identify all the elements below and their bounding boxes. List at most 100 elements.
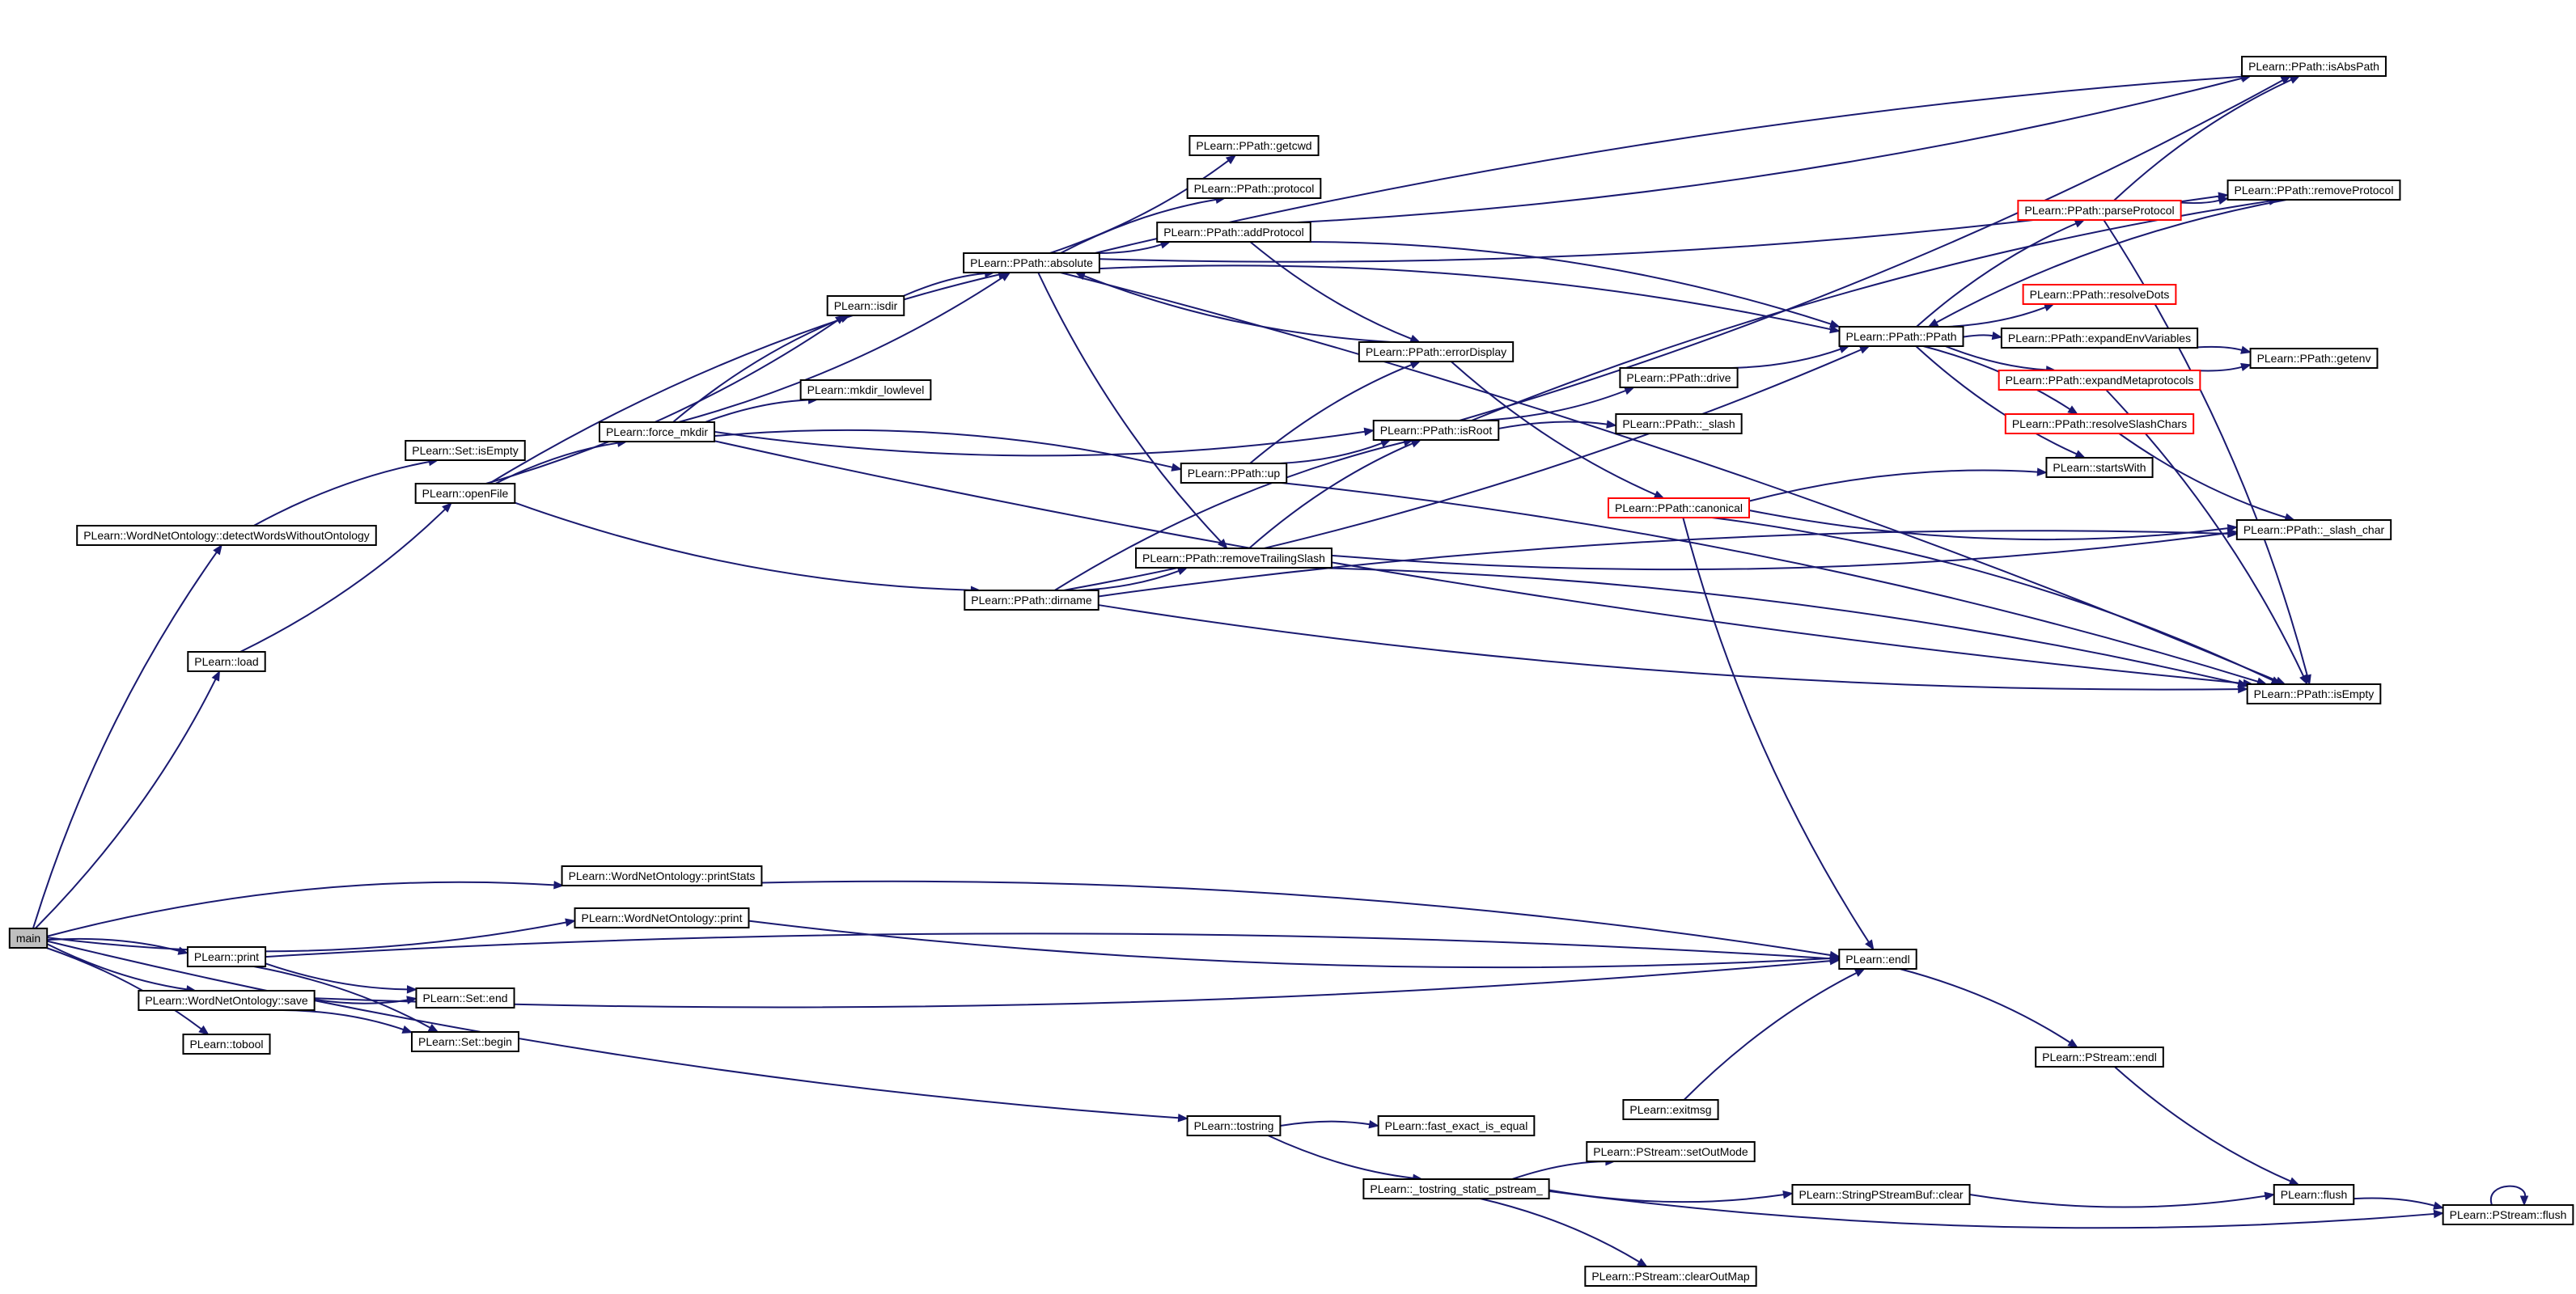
node-starts-with[interactable]: PLearn::startsWith [2045, 457, 2154, 478]
node-box [8, 928, 49, 949]
edge-line [46, 940, 1179, 1119]
node-wprint[interactable]: PLearn::WordNetOntology::print [574, 907, 750, 928]
node-print-stats[interactable]: PLearn::WordNetOntology::printStats [561, 865, 763, 886]
edge-absolute-to-add-protocol [1095, 240, 1171, 255]
node-label: PLearn::PPath::errorDisplay [1366, 345, 1506, 358]
node-pp-is-empty[interactable]: PLearn::PPath::isEmpty [2246, 683, 2382, 704]
node-expand-meta[interactable]: PLearn::PPath::expandMetaprotocols [1998, 370, 2201, 391]
edge-expand-meta-to-getenv [2194, 362, 2252, 372]
edge-arrowhead [2519, 1195, 2529, 1207]
node-label: PLearn::tobool [189, 1038, 263, 1051]
edge-line [1099, 264, 1831, 331]
node-box [182, 1034, 271, 1055]
node-tobool[interactable]: PLearn::tobool [182, 1034, 271, 1055]
edge-force-mkdir-to-is-root [714, 427, 1375, 457]
edge-drive-to-pppath [1731, 345, 1850, 369]
edge-line [705, 399, 809, 423]
node-box [1186, 178, 1322, 199]
node-box [598, 421, 716, 442]
node-load[interactable]: PLearn::load [187, 651, 266, 672]
node-box [2442, 1204, 2574, 1225]
edge-arrowhead [2218, 196, 2229, 205]
node-fast-exact[interactable]: PLearn::fast_exact_is_equal [1377, 1115, 1536, 1136]
edge-line [1498, 421, 1608, 429]
edge-arrowhead [2226, 523, 2239, 533]
node-wsave[interactable]: PLearn::WordNetOntology::save [138, 990, 316, 1011]
node-ps-flush[interactable]: PLearn::PStream::flush [2442, 1204, 2574, 1225]
node-label: PLearn::PPath::removeProtocol [2235, 184, 2394, 197]
node-mkdir-low[interactable]: PLearn::mkdir_lowlevel [799, 379, 932, 400]
node-remove-trailing[interactable]: PLearn::PPath::removeTrailingSlash [1135, 548, 1332, 569]
edge-absolute-to-getcwd [1049, 154, 1237, 254]
node-label: PLearn::StringPStreamBuf::clear [1799, 1188, 1963, 1201]
node-set-end[interactable]: PLearn::Set::end [415, 987, 515, 1009]
edge-arrowhead [1858, 345, 1871, 354]
node-add-protocol[interactable]: PLearn::PPath::addProtocol [1156, 222, 1311, 243]
edge-arrowhead [1363, 427, 1375, 437]
node-canonical[interactable]: PLearn::PPath::canonical [1608, 497, 1750, 518]
node-getcwd[interactable]: PLearn::PPath::getcwd [1188, 135, 1320, 156]
node-tostring-static[interactable]: PLearn::_tostring_static_pstream_ [1362, 1178, 1550, 1199]
edge-main-to-tostring [46, 940, 1188, 1123]
node-protocol[interactable]: PLearn::PPath::protocol [1186, 178, 1322, 199]
node-endl[interactable]: PLearn::endl [1838, 949, 1917, 970]
edge-dirname-to-pp-is-empty [1098, 604, 2249, 694]
edge-remove-trailing-to-pp-is-empty [1311, 567, 2248, 688]
node-flush[interactable]: PLearn::flush [2273, 1184, 2355, 1205]
node-getenv[interactable]: PLearn::PPath::getenv [2249, 348, 2379, 369]
node-box [2045, 457, 2154, 478]
edge-line [1054, 441, 1405, 591]
node-remove-protocol[interactable]: PLearn::PPath::removeProtocol [2226, 180, 2401, 201]
node-ps-endl[interactable]: PLearn::PStream::endl [2035, 1047, 2164, 1068]
node-label: PLearn::PPath::dirname [971, 594, 1092, 607]
node-spb-clear[interactable]: PLearn::StringPStreamBuf::clear [1791, 1184, 1971, 1205]
node-box [1608, 497, 1750, 518]
node-slash[interactable]: PLearn::PPath::_slash [1615, 413, 1743, 434]
node-box [2273, 1184, 2355, 1205]
node-box [2022, 284, 2177, 305]
node-force-mkdir[interactable]: PLearn::force_mkdir [598, 421, 716, 442]
edge-arrowhead [1177, 1114, 1188, 1123]
edge-line [1711, 517, 2273, 682]
node-drive[interactable]: PLearn::PPath::drive [1619, 367, 1739, 388]
edge-arrowhead [2067, 405, 2078, 415]
node-box [1188, 135, 1320, 156]
node-set-is-empty[interactable]: PLearn::Set::isEmpty [405, 440, 526, 461]
node-pppath[interactable]: PLearn::PPath::PPath [1838, 326, 1964, 347]
node-set-out-mode[interactable]: PLearn::PStream::setOutMode [1586, 1141, 1756, 1162]
node-open-file[interactable]: PLearn::openFile [414, 483, 516, 504]
node-print[interactable]: PLearn::print [186, 946, 267, 967]
node-set-begin[interactable]: PLearn::Set::begin [411, 1031, 519, 1052]
node-absolute[interactable]: PLearn::PPath::absolute [963, 252, 1100, 273]
edge-up-to-error-display [1249, 361, 1421, 464]
edge-up-to-pp-is-empty [1281, 482, 2268, 686]
edge-line [714, 440, 2244, 684]
edge-line [1748, 469, 2038, 502]
node-tostring[interactable]: PLearn::tostring [1186, 1115, 1282, 1136]
node-dirname[interactable]: PLearn::PPath::dirname [964, 590, 1099, 611]
node-detect-words[interactable]: PLearn::WordNetOntology::detectWordsWith… [76, 525, 377, 546]
node-label: PLearn::PPath::isEmpty [2254, 687, 2375, 700]
node-is-abs-path[interactable]: PLearn::PPath::isAbsPath [2241, 56, 2387, 77]
node-up[interactable]: PLearn::PPath::up [1180, 463, 1288, 484]
node-clear-out-map[interactable]: PLearn::PStream::clearOutMap [1584, 1266, 1757, 1287]
node-resolve-slash[interactable]: PLearn::PPath::resolveSlashChars [2004, 413, 2195, 434]
node-is-root[interactable]: PLearn::PPath::isRoot [1372, 420, 1500, 441]
node-error-display[interactable]: PLearn::PPath::errorDisplay [1358, 341, 1515, 362]
node-parse-protocol[interactable]: PLearn::PPath::parseProtocol [2017, 200, 2182, 221]
node-slash-char[interactable]: PLearn::PPath::_slash_char [2235, 519, 2392, 540]
edge-line [47, 937, 180, 952]
node-label: PLearn::PStream::flush [2450, 1208, 2567, 1221]
node-exitmsg[interactable]: PLearn::exitmsg [1622, 1099, 1719, 1120]
node-box [1619, 367, 1739, 388]
node-expand-env[interactable]: PLearn::PPath::expandEnvVariables [2000, 328, 2199, 349]
node-label: PLearn::PPath::removeTrailingSlash [1142, 552, 1325, 565]
node-isdir[interactable]: PLearn::isdir [826, 295, 905, 316]
edge-pppath-to-expand-env [1963, 331, 2003, 340]
node-resolve-dots[interactable]: PLearn::PPath::resolveDots [2022, 284, 2177, 305]
edge-line [1480, 1198, 1640, 1263]
edge-arrowhead [2237, 679, 2248, 688]
edge-line [1311, 567, 2239, 685]
node-main[interactable]: main [8, 928, 49, 949]
